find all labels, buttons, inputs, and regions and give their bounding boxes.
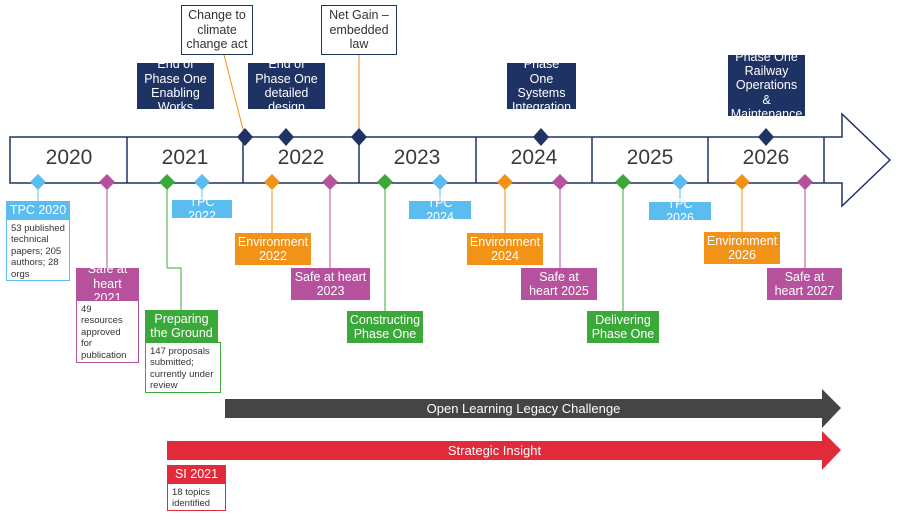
strategic-insight-label: Strategic Insight: [447, 443, 542, 458]
si-2021-note: 18 topics identified: [167, 483, 226, 511]
timeline-arrow: [9, 112, 892, 208]
environment-2026-label: Environment 2026: [704, 232, 780, 264]
open-learning-arrow: [225, 389, 841, 428]
milestone-diamond: [351, 128, 367, 146]
preparing-the-ground-label: Preparing the Ground: [145, 310, 218, 342]
marker-diamond: [30, 174, 46, 190]
marker-diamond: [194, 174, 210, 190]
open-learning-label: Open Learning Legacy Challenge: [426, 401, 621, 416]
railway-operations-box: Phase One Railway Operations & Maintenan…: [728, 50, 805, 121]
systems-integration-box: Phase One Systems Integration: [507, 57, 576, 114]
safe-at-heart-2021-note: 49 resources approved for publication: [76, 300, 139, 363]
marker-diamond: [377, 174, 393, 190]
marker-diamond: [615, 174, 631, 190]
end-detailed-design-box: End of Phase One detailed design: [248, 57, 325, 114]
strategic-insight-arrow: [167, 431, 841, 470]
safe-at-heart-2021-label: Safe at heart 2021: [76, 262, 139, 305]
marker-diamond: [797, 174, 813, 190]
marker-diamond: [322, 174, 338, 190]
tpc-2020-note: 53 published technical papers; 205 autho…: [6, 219, 70, 281]
marker-diamond: [99, 174, 115, 190]
connector-line: [221, 46, 246, 138]
environment-2024-label: Environment 2024: [467, 233, 543, 265]
marker-diamond: [159, 174, 175, 190]
marker-diamond: [552, 174, 568, 190]
marker-diamond: [497, 174, 513, 190]
year-label: 2023: [393, 146, 441, 169]
marker-diamond: [432, 174, 448, 190]
year-label: 2025: [626, 146, 674, 169]
end-enabling-works-box: End of Phase One Enabling Works: [137, 57, 214, 114]
connector-line: [167, 267, 182, 310]
milestone-diamond: [237, 128, 253, 146]
constructing-phase-one-label: Constructing Phase One: [347, 311, 423, 343]
milestone-diamond: [758, 128, 774, 146]
year-label: 2022: [277, 146, 325, 169]
marker-diamond: [734, 174, 750, 190]
net-gain-box: Net Gain – embedded law: [321, 5, 397, 55]
safe-at-heart-2027-label: Safe at heart 2027: [767, 268, 842, 300]
safe-at-heart-2025-label: Safe at heart 2025: [521, 268, 597, 300]
year-label: 2024: [510, 146, 558, 169]
milestone-diamond: [278, 128, 294, 146]
year-label: 2020: [45, 146, 93, 169]
environment-2022-label: Environment 2022: [235, 233, 311, 265]
milestone-diamond: [533, 128, 549, 146]
marker-diamond: [672, 174, 688, 190]
tpc-2026-label: TPC 2026: [649, 197, 711, 225]
si-2021-label: SI 2021: [167, 465, 226, 483]
delivering-phase-one-label: Delivering Phase One: [587, 311, 659, 343]
preparing-the-ground-note: 147 proposals submitted; currently under…: [145, 342, 221, 393]
year-label: 2026: [742, 146, 790, 169]
tpc-2020-label: TPC 2020: [6, 201, 70, 219]
tpc-2022-label: TPC 2022: [172, 195, 232, 223]
year-label: 2021: [161, 146, 209, 169]
tpc-2024-label: TPC 2024: [409, 196, 471, 224]
climate-change-act-box: Change to climate change act: [181, 5, 253, 55]
safe-at-heart-2023-label: Safe at heart 2023: [291, 268, 370, 300]
marker-diamond: [264, 174, 280, 190]
